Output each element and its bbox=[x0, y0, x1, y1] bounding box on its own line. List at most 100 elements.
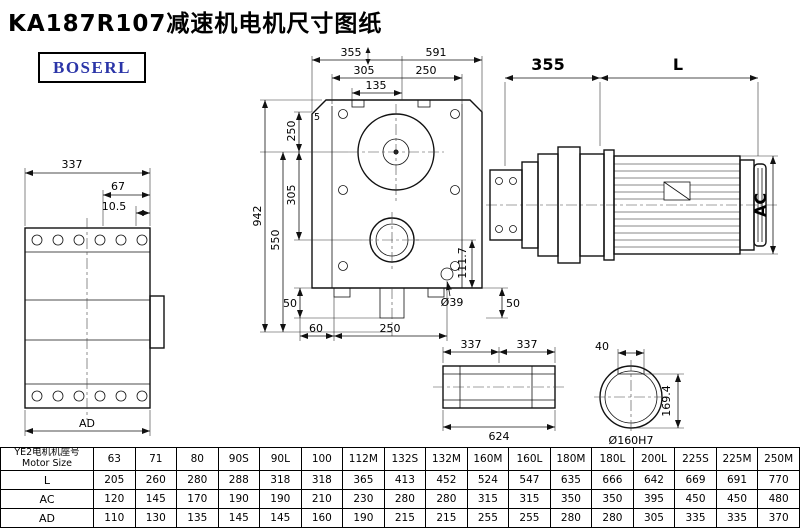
table-cell: 395 bbox=[632, 489, 676, 509]
front-view: 355 591 305 250 135 5 942 550 250 305 11… bbox=[251, 46, 520, 341]
table-cell: 365 bbox=[342, 470, 385, 490]
table-cell: 318 bbox=[300, 470, 344, 490]
table-cell: 452 bbox=[425, 470, 468, 490]
column-header: 63 bbox=[93, 447, 136, 471]
column-header: 132S bbox=[383, 447, 427, 471]
dim-dia-39: Ø39 bbox=[441, 296, 464, 309]
table-cell: 260 bbox=[134, 470, 178, 490]
row-label: AC bbox=[0, 489, 94, 509]
technical-drawing: 337 67 10.5 AD bbox=[24, 46, 780, 447]
dim-337-shaft-b: 337 bbox=[517, 338, 538, 351]
page-title: KA187R107减速机电机尺寸图纸 bbox=[8, 11, 383, 37]
column-header: 180L bbox=[591, 447, 634, 471]
table-cell: 669 bbox=[674, 470, 717, 490]
column-header: 80 bbox=[176, 447, 219, 471]
dim-305-vert: 305 bbox=[285, 185, 298, 206]
table-cell: 110 bbox=[93, 508, 136, 528]
column-header: 160M bbox=[466, 447, 510, 471]
table-cell: 170 bbox=[176, 489, 219, 509]
dim-550: 550 bbox=[269, 230, 282, 251]
column-header: 180M bbox=[549, 447, 593, 471]
dim-50-left: 50 bbox=[283, 297, 297, 310]
dim-40: 40 bbox=[595, 340, 609, 353]
column-header: 90L bbox=[259, 447, 302, 471]
table-cell: 305 bbox=[632, 508, 676, 528]
dim-250-bottom: 250 bbox=[380, 322, 401, 335]
table-cell: 280 bbox=[549, 508, 593, 528]
column-header: 250M bbox=[757, 447, 800, 471]
dim-942: 942 bbox=[251, 206, 264, 227]
table-cell: 450 bbox=[715, 489, 759, 509]
column-header: 90S bbox=[217, 447, 261, 471]
table-cell: 280 bbox=[591, 508, 634, 528]
dim-135: 135 bbox=[366, 79, 387, 92]
table-cell: 524 bbox=[466, 470, 510, 490]
table-cell: 691 bbox=[715, 470, 759, 490]
brand-logo: BOSERL bbox=[38, 52, 146, 83]
column-header: 71 bbox=[134, 447, 178, 471]
shaft-end-view: 40 169.4 Ø160H7 bbox=[594, 340, 684, 447]
dim-169-4: 169.4 bbox=[660, 385, 673, 417]
dim-250-vert: 250 bbox=[285, 121, 298, 142]
table-cell: 210 bbox=[300, 489, 344, 509]
dim-337-shaft-a: 337 bbox=[461, 338, 482, 351]
column-header: 100 bbox=[300, 447, 344, 471]
dim-dia-160h7: Ø160H7 bbox=[609, 434, 654, 447]
table-cell: 145 bbox=[217, 508, 261, 528]
table-cell: 318 bbox=[259, 470, 302, 490]
dim-624: 624 bbox=[489, 430, 510, 443]
hollow-shaft-view: 337 337 624 bbox=[433, 338, 567, 443]
column-header: 200L bbox=[632, 447, 676, 471]
table-cell: 190 bbox=[259, 489, 302, 509]
dim-AD: AD bbox=[79, 417, 95, 430]
dim-305: 305 bbox=[354, 64, 375, 77]
dim-591: 591 bbox=[426, 46, 447, 59]
table-cell: 335 bbox=[715, 508, 759, 528]
column-header: 160L bbox=[508, 447, 551, 471]
table-cell: 205 bbox=[93, 470, 136, 490]
table-cell: 255 bbox=[466, 508, 510, 528]
table-cell: 288 bbox=[217, 470, 261, 490]
table-cell: 413 bbox=[383, 470, 427, 490]
dim-67: 67 bbox=[111, 180, 125, 193]
dim-L: L bbox=[673, 55, 683, 74]
table-cell: 160 bbox=[300, 508, 344, 528]
table-cell: 215 bbox=[425, 508, 468, 528]
table-cell: 215 bbox=[383, 508, 427, 528]
table-cell: 770 bbox=[757, 470, 800, 490]
motor-side-view: 355 L AC bbox=[486, 55, 780, 264]
table-cell: 547 bbox=[508, 470, 551, 490]
table-cell: 450 bbox=[674, 489, 717, 509]
table-cell: 230 bbox=[342, 489, 385, 509]
fan-cowl bbox=[753, 163, 767, 247]
dim-250-top: 250 bbox=[416, 64, 437, 77]
table-cell: 145 bbox=[259, 508, 302, 528]
dim-50-right: 50 bbox=[506, 297, 520, 310]
dim-10-5: 10.5 bbox=[102, 200, 127, 213]
table-cell: 280 bbox=[425, 489, 468, 509]
table-cell: 315 bbox=[508, 489, 551, 509]
table-cell: 642 bbox=[632, 470, 676, 490]
table-cell: 350 bbox=[549, 489, 593, 509]
table-cell: 350 bbox=[591, 489, 634, 509]
table-cell: 145 bbox=[134, 489, 178, 509]
table-cell: 335 bbox=[674, 508, 717, 528]
table-cell: 666 bbox=[591, 470, 634, 490]
column-header: 132M bbox=[425, 447, 468, 471]
dim-60: 60 bbox=[309, 322, 323, 335]
table-cell: 135 bbox=[176, 508, 219, 528]
dim-355-front: 355 bbox=[341, 46, 362, 59]
left-view-shaft-boss bbox=[149, 295, 165, 349]
table-cell: 480 bbox=[757, 489, 800, 509]
table-cell: 280 bbox=[383, 489, 427, 509]
dim-5: 5 bbox=[314, 112, 320, 123]
table-cell: 130 bbox=[134, 508, 178, 528]
table-cell: 370 bbox=[757, 508, 800, 528]
column-header: 225M bbox=[715, 447, 759, 471]
table-cell: 635 bbox=[549, 470, 593, 490]
